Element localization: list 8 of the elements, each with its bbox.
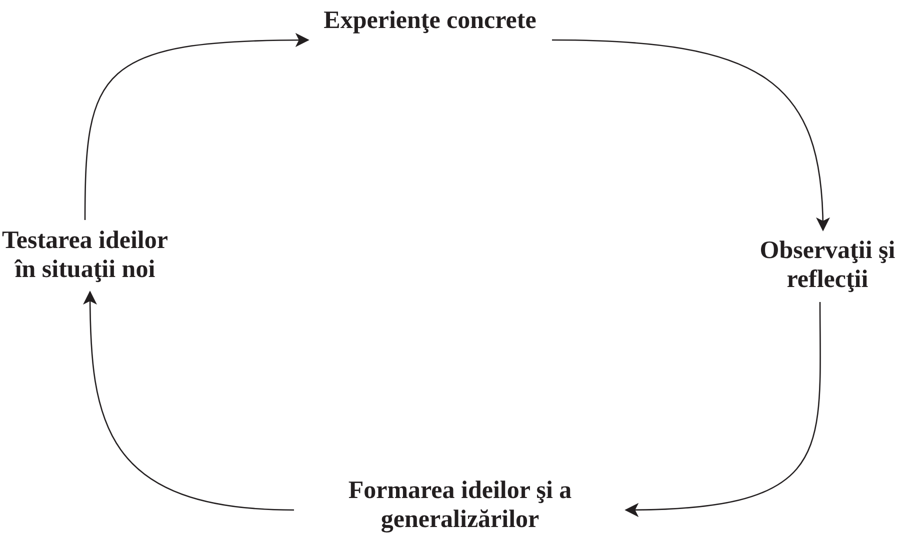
curved-arrow	[83, 290, 294, 511]
node-label: Testarea ideilor în situaţii noi	[1, 226, 169, 284]
curved-arrow	[624, 302, 821, 517]
node-label: Experienţe concrete	[322, 6, 538, 35]
curved-arrow	[552, 39, 830, 232]
curved-arrow	[84, 33, 310, 220]
node-label: Observaţii şi reflecţii	[758, 236, 896, 294]
node-label: Formarea ideilor şi a generalizărilor	[347, 476, 573, 534]
